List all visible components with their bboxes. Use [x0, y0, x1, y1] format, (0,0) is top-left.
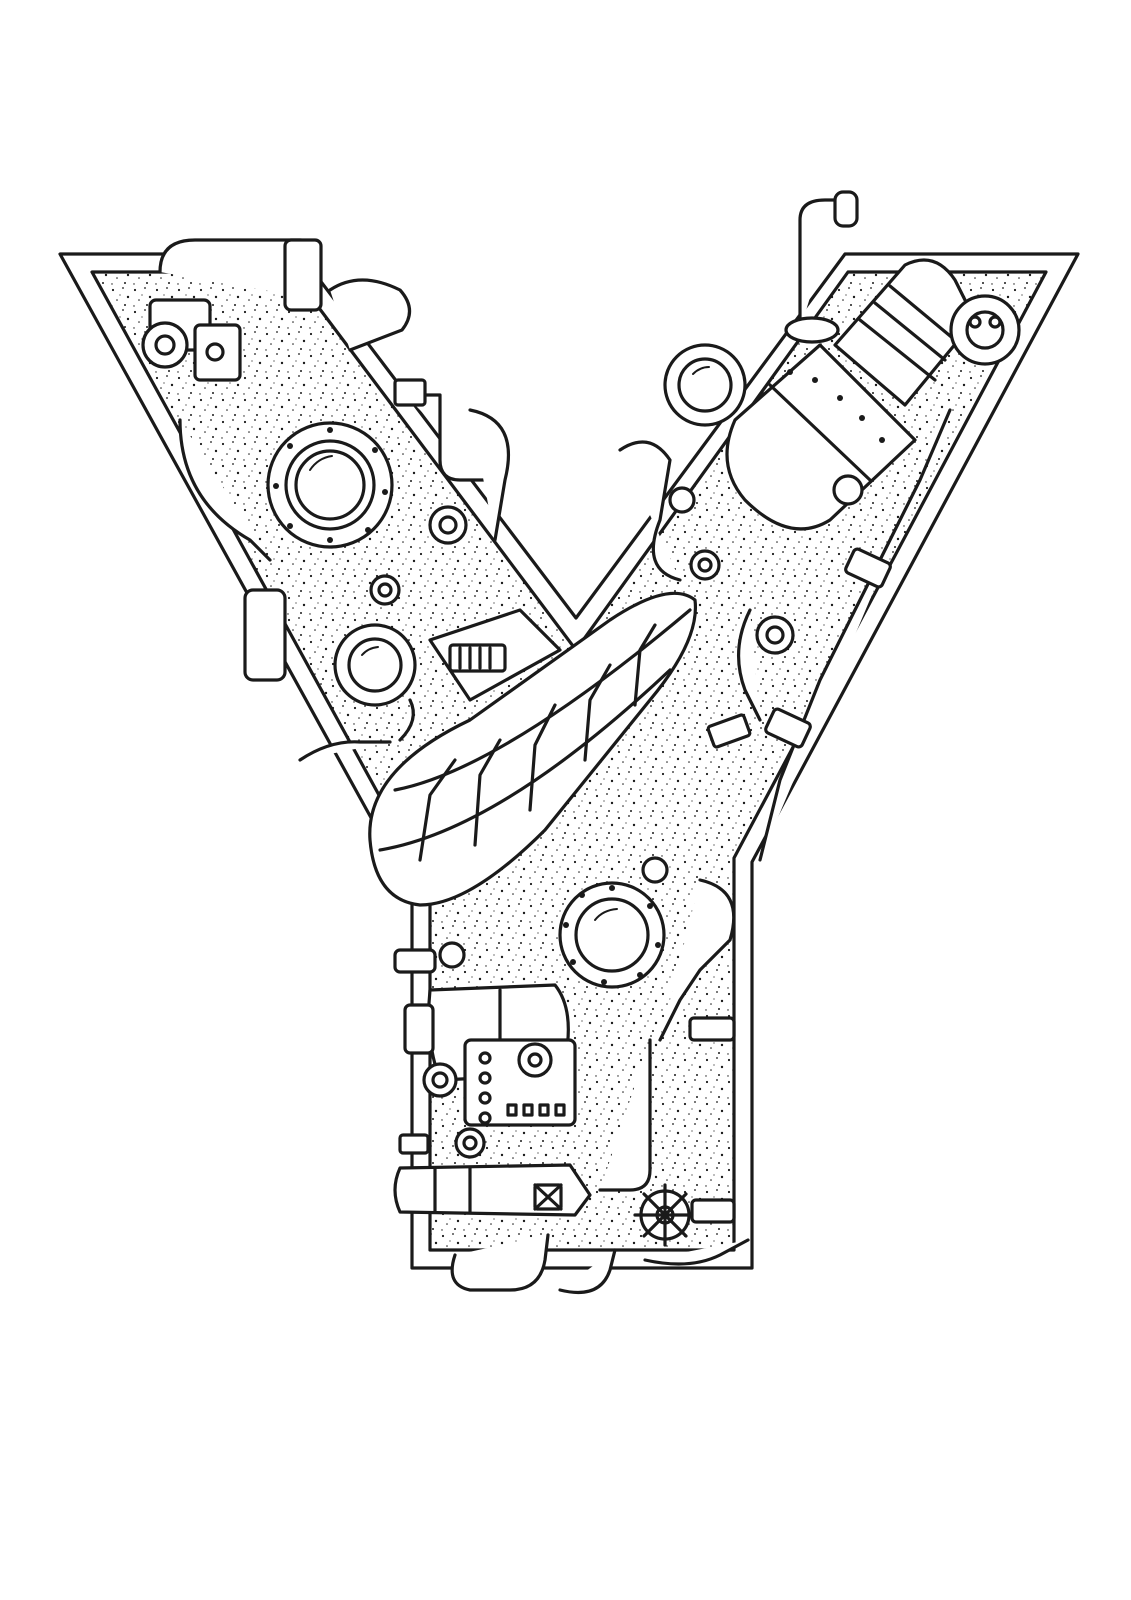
porthole-icon: [663, 343, 747, 427]
gauge-icon: [949, 294, 1021, 366]
porthole-icon: [558, 881, 666, 989]
ship-wheel-icon: [633, 1183, 697, 1247]
left-arm-machinery: [141, 238, 510, 762]
right-arm-machinery: [618, 190, 1021, 862]
porthole-icon: [266, 421, 394, 549]
stem-machinery: [393, 856, 750, 1295]
control-panel: [463, 1038, 577, 1127]
submarine-icon: [368, 591, 698, 907]
porthole-icon: [333, 623, 417, 707]
tank-icon: [725, 343, 917, 531]
